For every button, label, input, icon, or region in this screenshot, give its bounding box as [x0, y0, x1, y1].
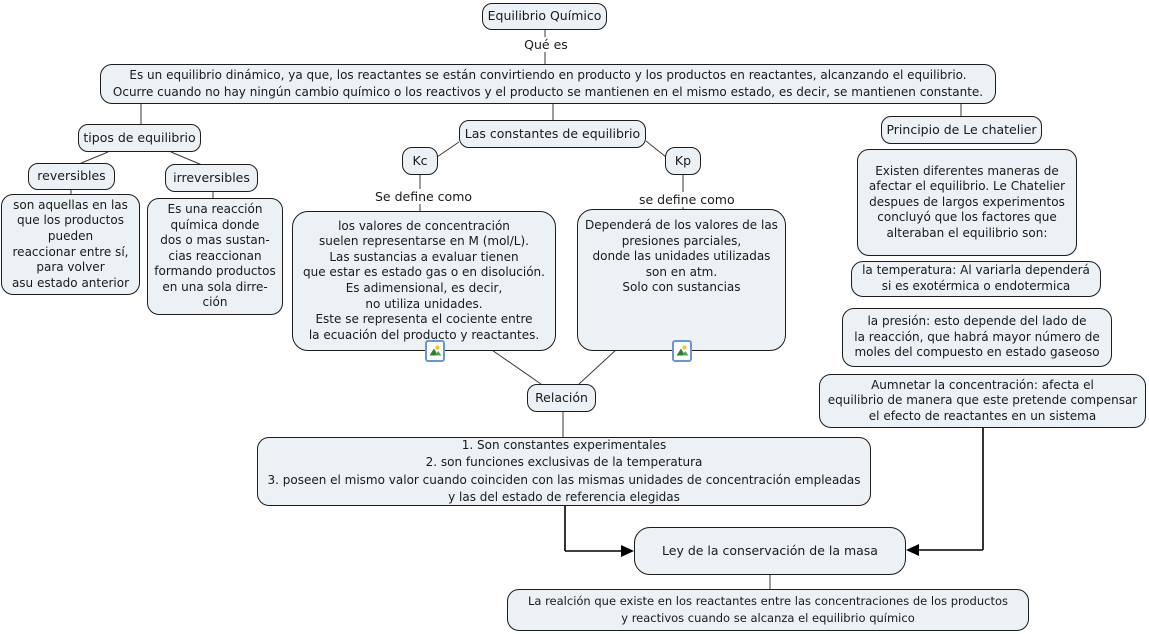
node-factor-temperatura[interactable]: la temperatura: Al variarla dependerá si…: [851, 261, 1101, 297]
link-label-que-es[interactable]: Qué es: [513, 37, 579, 52]
node-tipos-de-equilibrio[interactable]: tipos de equilibrio: [78, 124, 201, 152]
connector-line: [436, 141, 460, 158]
node-definicion-equilibrio[interactable]: Es un equilibrio dinámico, ya que, los r…: [100, 64, 996, 104]
node-equilibrio-quimico[interactable]: Equilibrio Químico: [482, 3, 607, 30]
arrowhead-left: [906, 544, 919, 556]
node-relacion-descripcion[interactable]: 1. Son constantes experimentales 2. son …: [257, 437, 871, 506]
arrowhead-right: [621, 545, 634, 557]
node-ley-descripcion[interactable]: La realción que existe en los reactantes…: [507, 589, 1029, 631]
node-kp[interactable]: Kp: [665, 147, 701, 175]
image-attachment-icon[interactable]: [672, 340, 692, 362]
node-relacion[interactable]: Relación: [527, 384, 596, 412]
node-factor-presion[interactable]: la presión: esto depende del lado de la …: [842, 308, 1112, 367]
node-irreversibles-descripcion[interactable]: Es una reacción química donde dos o mas …: [147, 198, 283, 315]
connector-line: [578, 348, 618, 385]
node-reversibles[interactable]: reversibles: [28, 163, 115, 190]
node-kp-descripcion[interactable]: Dependerá de los valores de las presione…: [577, 209, 786, 351]
node-ley-conservacion-masa[interactable]: Ley de la conservación de la masa: [634, 527, 906, 575]
node-kc-descripcion[interactable]: los valores de concentración suelen repr…: [292, 211, 556, 351]
link-label-kp-se-define-como[interactable]: se define como: [636, 192, 735, 207]
connector-line: [488, 347, 542, 385]
node-principio-descripcion[interactable]: Existen diferentes maneras de afectar el…: [857, 149, 1077, 256]
node-las-constantes-de-equilibrio[interactable]: Las constantes de equilibrio: [459, 120, 646, 148]
image-attachment-glyph: [429, 345, 441, 356]
image-attachment-glyph: [676, 345, 688, 356]
node-kc[interactable]: Kc: [402, 147, 438, 175]
node-factor-concentracion[interactable]: Aumnetar la concentración: afecta el equ…: [819, 374, 1146, 428]
node-irreversibles[interactable]: irreversibles: [165, 164, 258, 192]
link-label-kc-se-define-como[interactable]: Se define como: [372, 189, 472, 204]
node-principio-le-chatelier[interactable]: Principio de Le chatelier: [881, 116, 1042, 144]
connector-line: [170, 151, 203, 166]
node-reversibles-descripcion[interactable]: son aquellas en las que los productos pu…: [1, 194, 140, 295]
image-attachment-icon[interactable]: [425, 340, 445, 362]
connector-line: [78, 151, 109, 165]
connector-line: [645, 140, 667, 158]
